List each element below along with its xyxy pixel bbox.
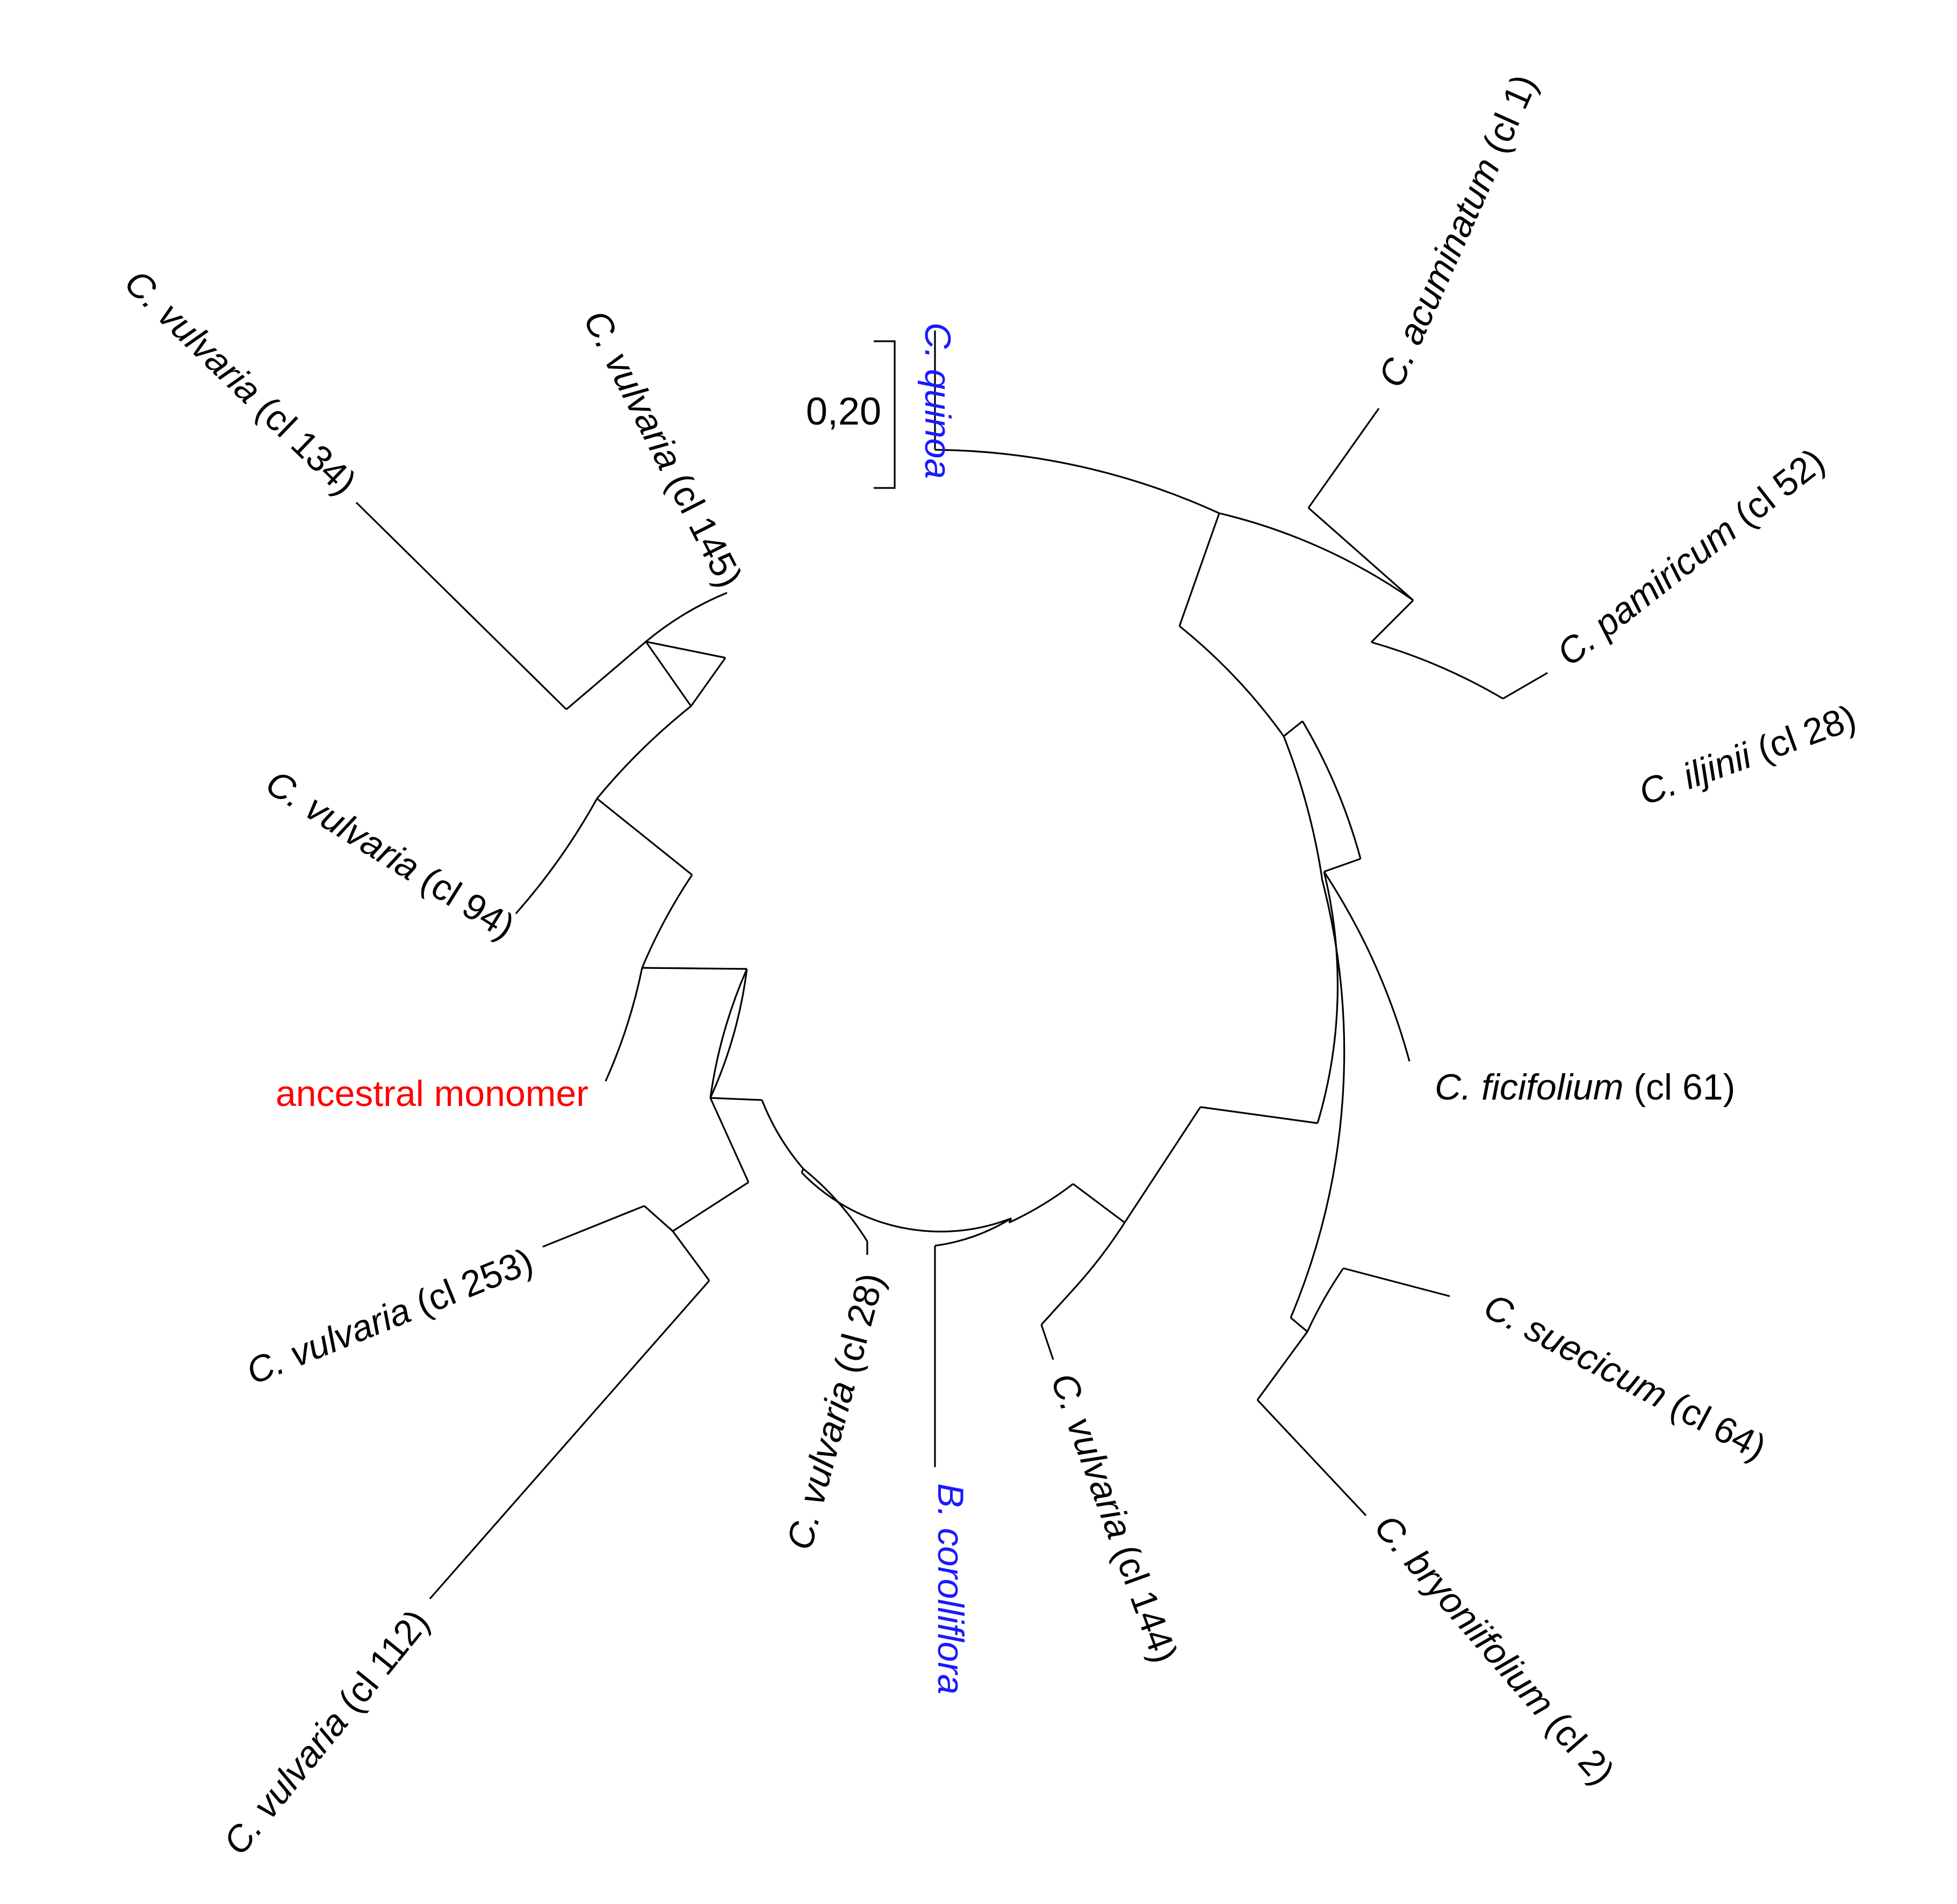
tip-label-c-iljinii-cl28: C. iljinii (cl 28)	[1634, 697, 1861, 813]
tip-clone-suffix: (cl 94)	[405, 853, 522, 947]
tip-labels: C. quinoa C. acuminatum (cl 1) C. pamiri…	[117, 68, 1861, 1862]
tip-label-c-vulvaria-cl144: C. vulvaria (cl 144)	[1043, 1368, 1185, 1668]
tip-label-c-suecicum-cl64: C. suecicum (cl 64)	[1478, 1285, 1773, 1468]
tip-species-name: C. quinoa	[917, 322, 958, 479]
tip-label-c-vulvaria-cl253: C. vulvaria (cl 253)	[241, 1240, 538, 1392]
tip-clone-suffix: (cl 144)	[1102, 1530, 1185, 1668]
tip-label-c-vulvaria-cl145: C. vulvaria (cl 145)	[575, 304, 750, 594]
tip-clone-suffix: (cl 2)	[1532, 1697, 1623, 1792]
tip-clone-suffix: (cl 52)	[1719, 441, 1832, 542]
tip-species-name: C. ficifolium	[1435, 1067, 1623, 1108]
tip-label-c-ficifolium-cl61: C. ficifolium (cl 61)	[1435, 1067, 1735, 1108]
tip-species-name: C. iljinii	[1634, 735, 1757, 813]
tip-species-name: C. vulvaria	[1043, 1368, 1140, 1544]
tree-branches	[355, 330, 1548, 1600]
tip-species-name: C. vulvaria	[575, 304, 690, 476]
tip-species-name: C. pamiricum	[1550, 509, 1744, 674]
tip-clone-suffix: (cl 28)	[1743, 697, 1861, 773]
tip-label-ancestral-monomer: ancestral monomer	[276, 1073, 588, 1114]
scale-bar-label: 0,20	[806, 390, 881, 433]
tip-clone-suffix: (cl 28)	[824, 1269, 892, 1387]
tip-clone-suffix: (cl 61)	[1623, 1067, 1735, 1108]
tip-clone-suffix: (cl 145)	[654, 458, 750, 594]
scale-bar-bracket	[874, 340, 896, 489]
tip-clone-suffix: (cl 134)	[241, 382, 364, 502]
tip-species-name: C. acuminatum	[1371, 152, 1508, 393]
tip-species-name: C. vulvaria	[779, 1377, 864, 1554]
tip-species-name: C. vulvaria	[241, 1290, 416, 1392]
tip-species-name: B. corolliflora	[930, 1483, 971, 1694]
tip-species-name: C. vulvaria	[215, 1702, 356, 1862]
tip-species-name: C. suecicum	[1478, 1285, 1674, 1416]
tip-label-b-corolliflora: B. corolliflora	[930, 1483, 971, 1694]
tip-label-c-vulvaria-cl112: C. vulvaria (cl 112)	[215, 1602, 437, 1862]
tip-clone-suffix: (cl 64)	[1655, 1380, 1773, 1469]
tip-species-name: C. vulvaria	[259, 762, 427, 888]
tip-label-c-quinoa: C. quinoa	[917, 322, 958, 479]
tip-label-c-vulvaria-cl94: C. vulvaria (cl 94)	[259, 762, 522, 947]
tip-clone-suffix: (cl 1)	[1471, 68, 1545, 168]
tip-label-c-bryoniifolium-cl2: C. bryoniifolium (cl 2)	[1366, 1507, 1622, 1793]
tip-species-name: C. bryoniifolium	[1366, 1507, 1563, 1724]
tip-label-c-acuminatum-cl1: C. acuminatum (cl 1)	[1371, 68, 1545, 393]
scale-bar: 0,20	[806, 340, 896, 489]
tip-clone-suffix: ancestral monomer	[276, 1073, 588, 1114]
tip-clone-suffix: (cl 112)	[324, 1602, 437, 1728]
tip-label-c-vulvaria-cl28: C. vulvaria (cl 28)	[779, 1269, 892, 1554]
tip-species-name: C. vulvaria	[117, 262, 269, 411]
tip-label-c-vulvaria-cl134: C. vulvaria (cl 134)	[117, 262, 364, 502]
tip-clone-suffix: (cl 253)	[401, 1240, 538, 1327]
tip-label-c-pamiricum-cl52: C. pamiricum (cl 52)	[1550, 441, 1832, 674]
